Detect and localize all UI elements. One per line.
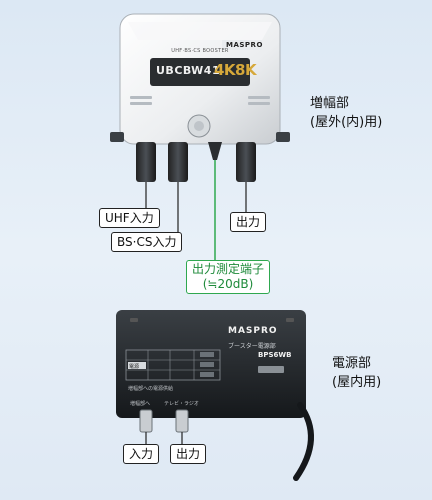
amplifier-brand-logo: MASPRO [226, 41, 263, 49]
uhf-input-connector [136, 142, 156, 182]
amplifier-top-text: UHF·BS·CS BOOSTER [171, 48, 229, 54]
power-supply-model: BPS6WB [258, 351, 292, 359]
power-supply-subtitle: ブースター電源部 [228, 343, 276, 350]
power-cable [293, 402, 314, 481]
amplifier-model: UBCBW41 [156, 64, 221, 77]
output-label-top: 出力 [230, 212, 267, 232]
amplifier-unit [110, 13, 290, 182]
ps-output-port [175, 409, 189, 433]
test-terminal-connector [208, 142, 222, 160]
uhf-input-label: UHF入力 [99, 208, 160, 228]
power-supply-right-port-caption: テレビ・ラジオ [164, 401, 199, 407]
output-connector [236, 142, 256, 182]
ps-input-port [139, 409, 153, 433]
power-supply-unit [116, 310, 306, 433]
status-table [125, 349, 221, 381]
power-supply-fine-print: 増幅部への電源供給 [128, 386, 174, 392]
bscs-input-label: BS·CS入力 [111, 232, 183, 252]
amplifier-label-plate [150, 58, 250, 86]
output-label-bottom: 出力 [170, 444, 207, 464]
bscs-input-connector [168, 142, 188, 182]
power-supply-table-label: 電源 [129, 364, 140, 370]
power-supply-section-title: 電源部 (屋内用) [332, 356, 382, 390]
power-supply-left-port-caption: 増幅部へ [130, 401, 151, 407]
amplifier-badge: 4K8K [214, 61, 257, 79]
amplifier-section-title: 増幅部 (屋外(内)用) [310, 96, 383, 130]
test-terminal-label: 出力測定端子 (≒20dB) [186, 260, 271, 294]
power-supply-brand-logo: MASPRO [228, 326, 278, 336]
input-label-bottom: 入力 [123, 444, 160, 464]
